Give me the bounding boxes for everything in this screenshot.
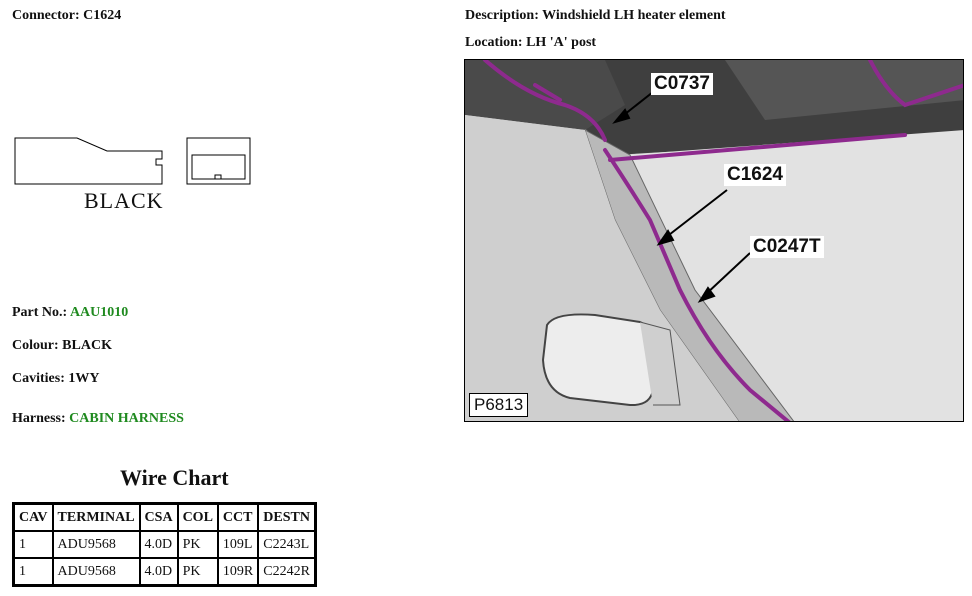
table-row: 1 ADU9568 4.0D PK 109L C2243L xyxy=(12,530,317,559)
connector-end-view xyxy=(186,137,251,185)
harness-label: Harness: xyxy=(12,411,66,426)
location-photo-illustration xyxy=(465,60,963,421)
connector-heading: Connector: C1624 xyxy=(12,8,121,24)
part-number-link[interactable]: AAU1010 xyxy=(69,305,129,320)
cavities-label: Cavities: xyxy=(12,371,65,386)
connector-side-view xyxy=(14,137,163,185)
header-csa: CSA xyxy=(138,502,179,532)
colour-info: Colour: BLACK xyxy=(12,338,112,354)
description-label: Description: xyxy=(465,8,539,23)
connector-value: C1624 xyxy=(83,8,122,23)
cell-csa: 4.0D xyxy=(138,530,179,559)
cell-col: PK xyxy=(176,557,219,587)
cell-cav: 1 xyxy=(12,557,54,587)
description-value: Windshield LH heater element xyxy=(542,8,726,23)
header-col: COL xyxy=(176,502,219,532)
harness-info: Harness: CABIN HARNESS xyxy=(12,411,184,427)
cavities-info: Cavities: 1WY xyxy=(12,371,100,387)
location-photo: C0737 C1624 C0247T P6813 xyxy=(464,59,964,422)
connector-label: Connector: xyxy=(12,8,80,23)
cell-destn: C2242R xyxy=(257,557,317,587)
cell-col: PK xyxy=(176,530,219,559)
colour-value: BLACK xyxy=(62,338,112,353)
header-cct: CCT xyxy=(216,502,260,532)
cavities-value: 1WY xyxy=(68,371,100,386)
wire-chart-title: Wire Chart xyxy=(120,465,229,490)
part-number: Part No.: AAU1010 xyxy=(12,305,128,321)
cell-destn: C2243L xyxy=(257,530,317,559)
location-value: LH 'A' post xyxy=(526,35,597,50)
cell-cav: 1 xyxy=(12,530,54,559)
harness-link[interactable]: CABIN HARNESS xyxy=(69,411,184,426)
wire-chart-header-row: CAV TERMINAL CSA COL CCT DESTN xyxy=(12,502,317,532)
figure-code: P6813 xyxy=(469,393,529,417)
cell-terminal: ADU9568 xyxy=(51,530,141,559)
part-number-label: Part No.: xyxy=(12,305,68,320)
header-cav: CAV xyxy=(12,502,54,532)
description-heading: Description: Windshield LH heater elemen… xyxy=(465,8,726,24)
callout-c1624: C1624 xyxy=(724,164,786,186)
callout-arrows xyxy=(612,91,751,303)
connector-drawing xyxy=(14,137,251,185)
cell-cct: 109R xyxy=(216,557,260,587)
cell-csa: 4.0D xyxy=(138,557,179,587)
location-label: Location: xyxy=(465,35,523,50)
wire-chart-table: CAV TERMINAL CSA COL CCT DESTN 1 ADU9568… xyxy=(12,502,317,587)
connector-color-caption: BLACK xyxy=(84,188,164,213)
cell-cct: 109L xyxy=(216,530,260,559)
callout-c0247t: C0247T xyxy=(750,236,824,258)
header-terminal: TERMINAL xyxy=(51,502,141,532)
callout-c0737: C0737 xyxy=(651,73,713,95)
table-row: 1 ADU9568 4.0D PK 109R C2242R xyxy=(12,557,317,587)
location-heading: Location: LH 'A' post xyxy=(465,35,596,51)
colour-label: Colour: xyxy=(12,338,59,353)
header-destn: DESTN xyxy=(257,502,317,532)
harness-wire xyxy=(483,60,963,421)
cell-terminal: ADU9568 xyxy=(51,557,141,587)
